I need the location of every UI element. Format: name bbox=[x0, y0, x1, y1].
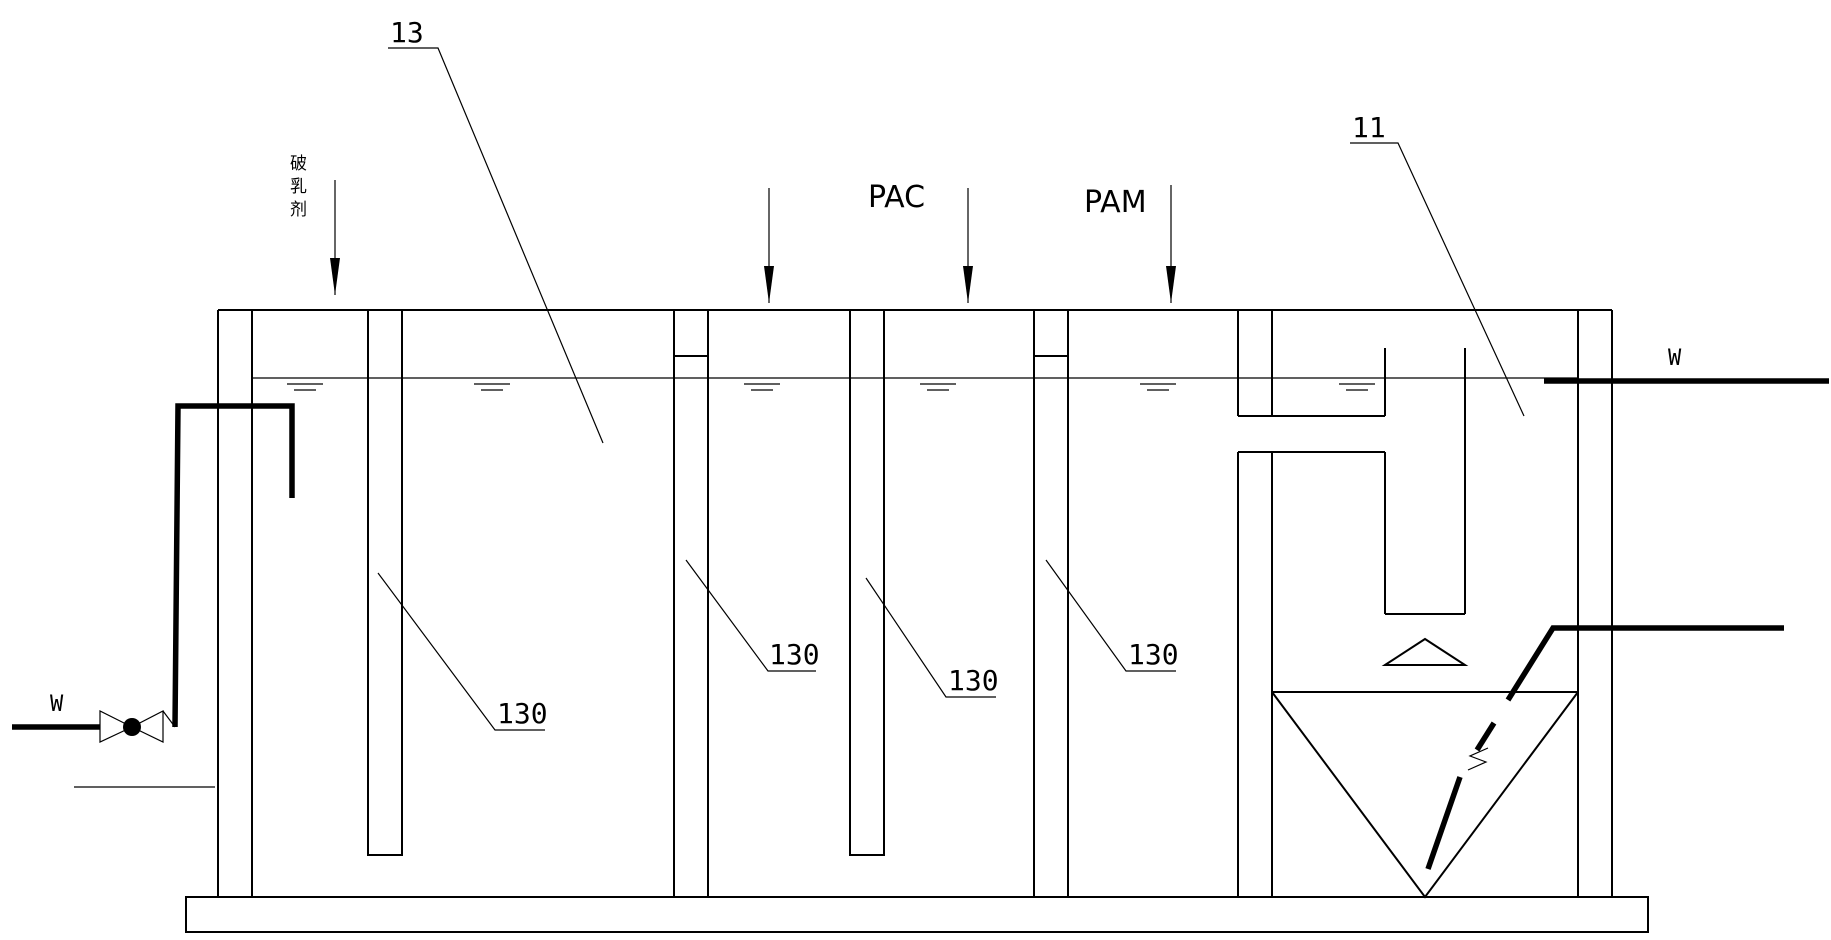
arrow-down-icon bbox=[764, 188, 774, 303]
label-11: 11 bbox=[1352, 111, 1386, 144]
label-inlet-w: W bbox=[50, 692, 64, 717]
base-slab bbox=[185, 896, 1649, 933]
water-level-symbol bbox=[744, 383, 780, 391]
label-demulsifier: 破乳剂 bbox=[286, 154, 307, 223]
water-level-symbols bbox=[287, 383, 1375, 391]
baffle-2 bbox=[849, 309, 885, 856]
inlet-pipe bbox=[12, 403, 295, 788]
label-130: 130 bbox=[948, 664, 999, 697]
arrow-down-icon bbox=[1166, 185, 1176, 303]
water-level-symbol bbox=[920, 383, 956, 391]
transfer-channel bbox=[1237, 310, 1385, 897]
center-well bbox=[1384, 348, 1466, 615]
sludge-hopper bbox=[1271, 691, 1579, 899]
label-130: 130 bbox=[1128, 638, 1179, 671]
arrow-down-icon bbox=[963, 188, 973, 303]
water-level-symbol bbox=[474, 383, 510, 391]
triangle-deflector-icon bbox=[1381, 637, 1469, 666]
label-130: 130 bbox=[497, 697, 548, 730]
check-valve-icon bbox=[99, 710, 176, 743]
water-level-symbol bbox=[1140, 383, 1176, 391]
baffle-1 bbox=[367, 309, 403, 856]
arrow-down-icon bbox=[330, 180, 340, 295]
leader-lines bbox=[377, 47, 1525, 731]
dosing-arrows bbox=[330, 180, 1176, 303]
tank-outer-walls bbox=[217, 309, 1613, 898]
partition-wall-2 bbox=[1033, 309, 1069, 897]
label-pam: PAM bbox=[1084, 185, 1147, 220]
label-130: 130 bbox=[769, 638, 820, 671]
label-pac: PAC bbox=[868, 180, 925, 215]
label-13: 13 bbox=[390, 16, 424, 49]
sludge-discharge-pipe bbox=[1425, 625, 1784, 870]
water-level-symbol bbox=[287, 383, 323, 391]
water-level-symbol bbox=[1339, 383, 1375, 391]
partition-wall-1 bbox=[673, 309, 709, 897]
label-outlet-w: W bbox=[1668, 346, 1682, 371]
